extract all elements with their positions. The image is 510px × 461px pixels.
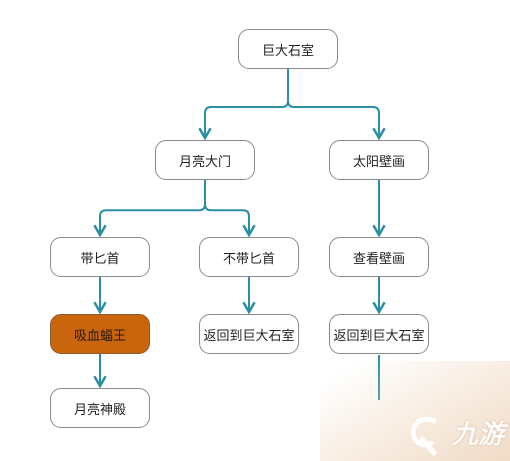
node-moon-gate: 月亮大门 [155, 140, 255, 180]
watermark: 九游 [320, 361, 510, 461]
edge-moon_gate-to-without_dagger [204, 180, 256, 238]
node-giant-stone-chamber: 巨大石室 [238, 29, 338, 69]
node-with-dagger: 带匕首 [50, 237, 150, 277]
edge-root-to-moon_gate [198, 69, 289, 141]
node-moon-temple: 月亮神殿 [50, 388, 150, 428]
edge-root-to-sun_mural [287, 69, 386, 141]
edge-moon_gate-to-with_dagger [93, 180, 206, 238]
node-view-mural: 查看壁画 [329, 237, 429, 277]
node-return-left: 返回到巨大石室 [199, 314, 299, 354]
watermark-text: 九游 [451, 420, 504, 450]
node-return-right: 返回到巨大石室 [329, 314, 429, 354]
node-sun-mural: 太阳壁画 [329, 140, 429, 180]
jiuyou-logo-icon [410, 416, 437, 456]
node-without-dagger: 不带匕首 [199, 237, 299, 277]
node-vampire-bat-king: 吸血蝠王 [50, 314, 150, 354]
connector-layer [93, 69, 386, 389]
